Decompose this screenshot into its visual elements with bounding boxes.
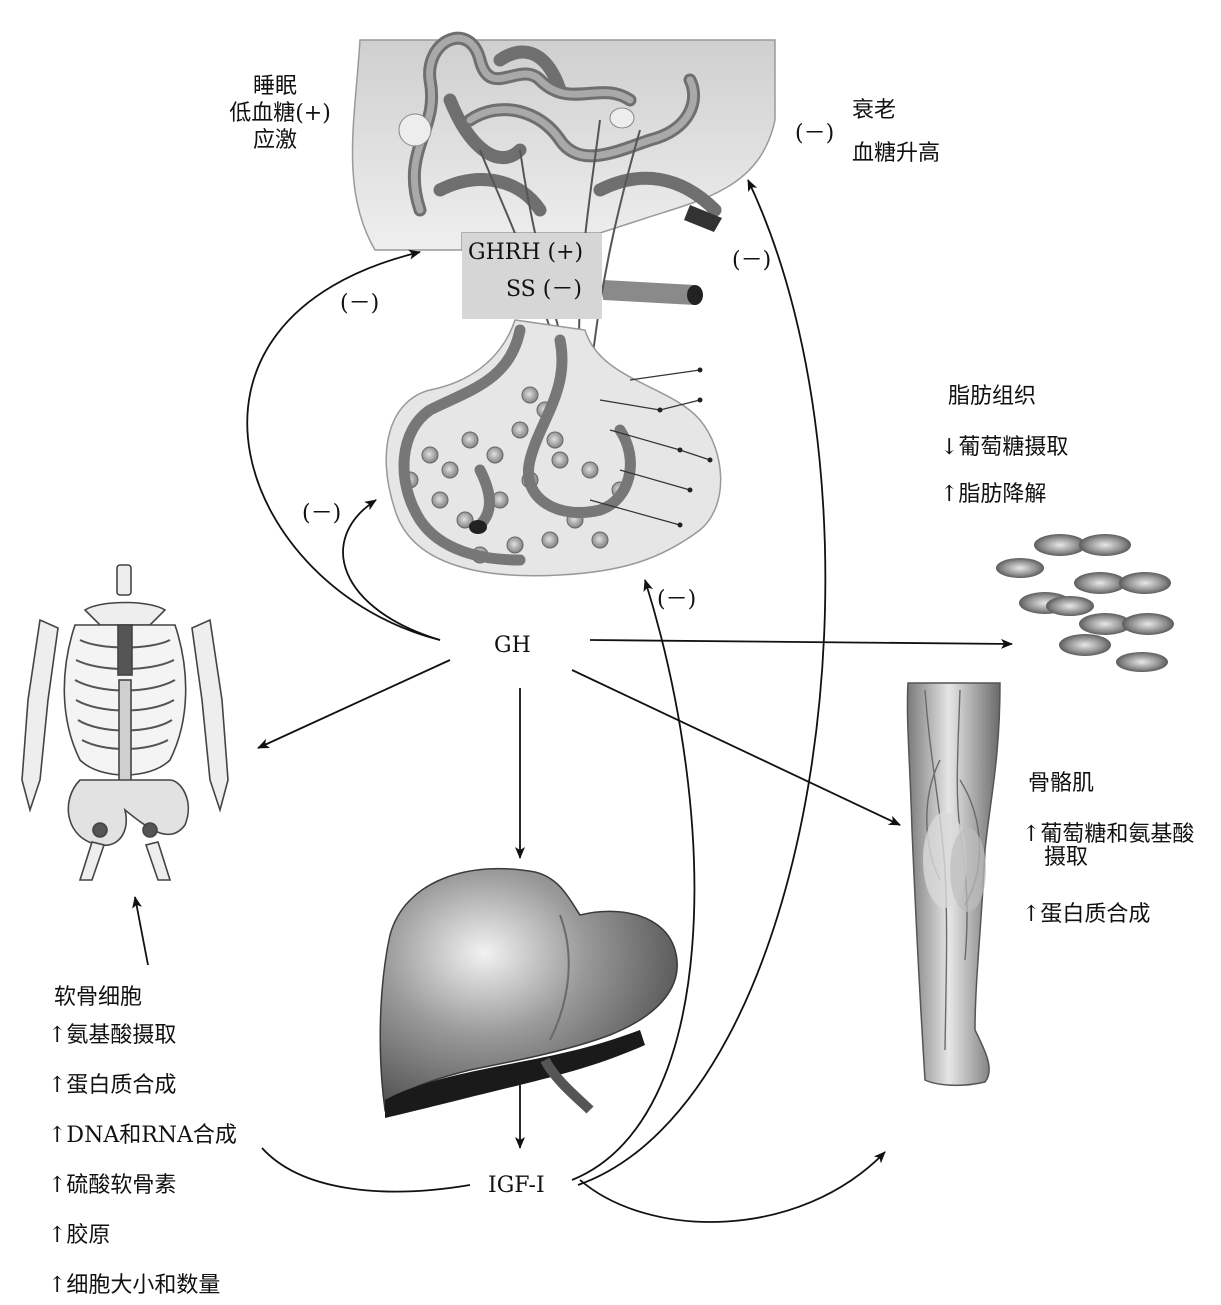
arrow-igf-to-muscle [579, 1151, 886, 1223]
hypothalamus-illustration [351, 31, 776, 381]
pituitary-illustration [385, 319, 722, 577]
muscle-title: 骨骼肌 [1028, 771, 1095, 796]
arrows [132, 179, 1013, 1223]
muscle-effects: 骨骼肌 ↑葡萄糖和氨基酸 摄取 ↑蛋白质合成 [1022, 770, 1194, 928]
muscle-effect-uptake-cont: 摄取 [1044, 845, 1089, 870]
inhibitor-aging: 衰老 [852, 98, 897, 123]
muscle-effect-protein: ↑蛋白质合成 [1022, 902, 1151, 927]
ghrh-ss-box: GHRH (+) SS (－) [462, 233, 602, 319]
muscle-effect-uptake: ↑葡萄糖和氨基酸 [1022, 822, 1195, 847]
feedback-sign-pituitary: (－) [302, 501, 342, 526]
cartilage-effect-dna-rna: ↑DNA和RNA合成 [48, 1123, 237, 1148]
cartilage-effect-chondroitin: ↑硫酸软骨素 [48, 1173, 177, 1198]
cartilage-effect-protein: ↑蛋白质合成 [48, 1073, 177, 1098]
skeleton-illustration [21, 564, 229, 881]
cartilage-effect-amino: ↑氨基酸摄取 [48, 1023, 177, 1048]
adipose-effect-glucose: ↓葡萄糖摄取 [940, 435, 1069, 460]
liver-illustration [379, 867, 678, 1118]
adipose-illustration [996, 534, 1174, 672]
ghrh-label: GHRH (+) [468, 240, 584, 265]
cartilage-title: 软骨细胞 [54, 985, 143, 1010]
arrow-gh-to-muscle [571, 669, 901, 826]
cartilage-effect-collagen: ↑胶原 [48, 1223, 111, 1248]
feedback-sign-igf-pituitary: (－) [657, 587, 697, 612]
adipose-title: 脂肪组织 [948, 384, 1037, 409]
arrow-gh-to-skeleton [257, 659, 451, 749]
adipose-effect-lipolysis: ↑脂肪降解 [940, 482, 1047, 507]
inhibitor-sign: (－) [795, 121, 835, 146]
cartilage-effects: 软骨细胞 ↑氨基酸摄取 ↑蛋白质合成 ↑DNA和RNA合成 ↑硫酸软骨素 ↑胶原… [48, 984, 237, 1299]
arrow-cartilage-to-skeleton [132, 896, 149, 966]
gh-label: GH [494, 633, 531, 658]
line-igf-to-cartilage [261, 1147, 471, 1193]
skeletal-muscle-illustration [906, 682, 1001, 1087]
igf-label: IGF-I [488, 1173, 545, 1198]
arrow-gh-to-pituitary [342, 499, 441, 641]
feedback-sign-ghrh: (－) [340, 291, 380, 316]
arrow-igf-to-hypothalamus [577, 179, 827, 1186]
arrow-igf-to-pituitary [571, 579, 696, 1181]
inhibitor-high-glucose: 血糖升高 [852, 141, 941, 166]
adipose-effects: 脂肪组织 ↓葡萄糖摄取 ↑脂肪降解 [940, 383, 1068, 508]
ss-label: SS (－) [506, 277, 582, 302]
arrow-gh-to-adipose [589, 638, 1013, 649]
stimulus-sleep: 睡眠 [252, 74, 297, 99]
feedback-sign-igf-hypothalamus: (－) [732, 248, 772, 273]
stimulus-stress: 应激 [252, 128, 297, 153]
cartilage-effect-cell-size: ↑细胞大小和数量 [48, 1273, 221, 1298]
stimulus-hypoglycemia: 低血糖(+) [229, 101, 331, 126]
arrow-gh-to-hypothalamus [246, 249, 441, 641]
